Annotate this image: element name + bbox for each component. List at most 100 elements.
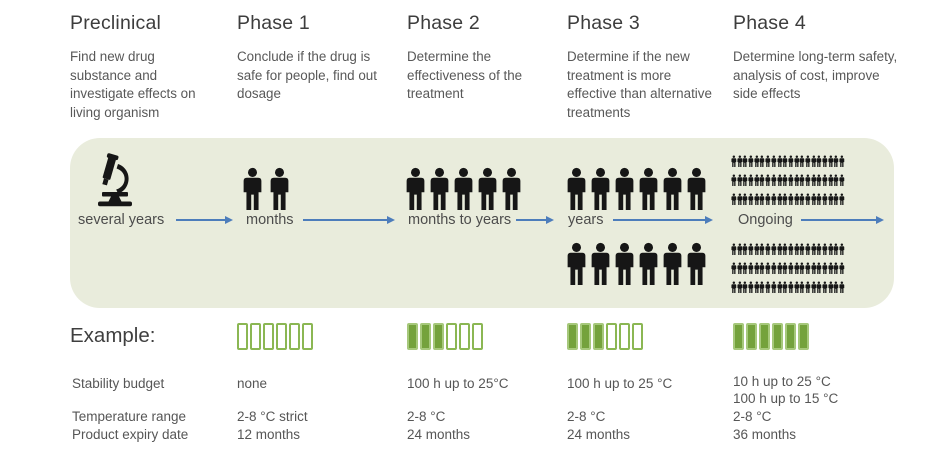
person-icon bbox=[833, 155, 839, 167]
person-icon bbox=[799, 155, 805, 167]
person-icon bbox=[794, 262, 799, 274]
person-icon bbox=[816, 155, 822, 167]
phase-description: Determine long-term safety, analysis of … bbox=[733, 49, 898, 101]
person-icon bbox=[754, 281, 759, 293]
person-icon bbox=[759, 193, 765, 205]
phase3-expiry-value: 24 months bbox=[567, 427, 631, 442]
person-icon bbox=[799, 174, 805, 186]
person-icon bbox=[828, 243, 833, 255]
duration-phase1: months bbox=[246, 212, 294, 228]
battery-segment bbox=[785, 323, 796, 350]
person-icon bbox=[788, 155, 794, 167]
person-icon bbox=[805, 262, 811, 274]
person-icon bbox=[776, 193, 782, 205]
person-icon bbox=[765, 243, 771, 255]
battery-segment bbox=[746, 323, 757, 350]
person-icon bbox=[794, 281, 799, 293]
person-icon bbox=[737, 193, 742, 205]
person-icon bbox=[748, 174, 754, 186]
person-icon bbox=[591, 167, 610, 210]
person-icon bbox=[822, 174, 828, 186]
person-icon bbox=[759, 243, 765, 255]
person-icon bbox=[794, 193, 799, 205]
person-icon bbox=[816, 243, 822, 255]
person-icon bbox=[737, 262, 742, 274]
person-icon bbox=[816, 193, 822, 205]
battery-segment bbox=[593, 323, 604, 350]
phase4-people-icons-row6 bbox=[731, 281, 845, 294]
person-icon bbox=[737, 243, 742, 255]
person-icon bbox=[765, 193, 771, 205]
person-icon bbox=[788, 262, 794, 274]
phase4-stability-value-line2: 100 h up to 15 °C bbox=[733, 391, 839, 406]
person-icon bbox=[788, 243, 794, 255]
arrow-phase4-ongoing bbox=[801, 215, 884, 224]
person-icon bbox=[811, 281, 816, 293]
column-phase2-header: Phase 2 Determine the effectiveness of t… bbox=[407, 12, 547, 104]
person-icon bbox=[816, 281, 822, 293]
duration-preclinical: several years bbox=[78, 212, 165, 228]
person-icon bbox=[771, 243, 777, 255]
person-icon bbox=[805, 243, 811, 255]
person-icon bbox=[731, 262, 737, 274]
column-phase3-header: Phase 3 Determine if the new treatment i… bbox=[567, 12, 719, 122]
phase4-people-icons-row3 bbox=[731, 193, 845, 206]
person-icon bbox=[742, 243, 748, 255]
column-preclinical-header: Preclinical Find new drug substance and … bbox=[70, 12, 210, 122]
person-icon bbox=[839, 262, 845, 274]
person-icon bbox=[759, 281, 765, 293]
person-icon bbox=[759, 155, 765, 167]
phase-description: Conclude if the drug is safe for people,… bbox=[237, 49, 377, 101]
person-icon bbox=[567, 242, 586, 285]
person-icon bbox=[788, 174, 794, 186]
phase-title: Phase 1 bbox=[237, 12, 310, 34]
example-section-title: Example: bbox=[70, 324, 156, 347]
battery-segment bbox=[733, 323, 744, 350]
person-icon bbox=[731, 155, 737, 167]
person-icon bbox=[794, 243, 799, 255]
battery-segment bbox=[567, 323, 578, 350]
person-icon bbox=[782, 243, 788, 255]
battery-segment bbox=[407, 323, 418, 350]
person-icon bbox=[759, 174, 765, 186]
phase2-expiry-value: 24 months bbox=[407, 427, 471, 442]
phase3-stability-value: 100 h up to 25 °C bbox=[567, 376, 673, 391]
person-icon bbox=[748, 281, 754, 293]
row-label-temperature-range: Temperature range bbox=[72, 409, 187, 424]
battery-segment bbox=[580, 323, 591, 350]
person-icon bbox=[639, 167, 658, 210]
person-icon bbox=[828, 174, 833, 186]
person-icon bbox=[737, 174, 742, 186]
person-icon bbox=[591, 242, 610, 285]
person-icon bbox=[839, 281, 845, 293]
battery-segment bbox=[446, 323, 457, 350]
phase3-people-icons-row2 bbox=[566, 241, 710, 287]
person-icon bbox=[687, 242, 706, 285]
person-icon bbox=[742, 155, 748, 167]
person-icon bbox=[737, 155, 742, 167]
person-icon bbox=[742, 193, 748, 205]
person-icon bbox=[822, 262, 828, 274]
person-icon bbox=[748, 193, 754, 205]
person-icon bbox=[799, 281, 805, 293]
person-icon bbox=[502, 167, 521, 210]
person-icon bbox=[839, 174, 845, 186]
battery-segment bbox=[250, 323, 261, 350]
person-icon bbox=[822, 193, 828, 205]
phase-description: Determine the effectiveness of the treat… bbox=[407, 49, 523, 101]
arrow-phase3-to-phase4 bbox=[613, 215, 713, 224]
person-icon bbox=[805, 193, 811, 205]
person-icon bbox=[771, 193, 777, 205]
person-icon bbox=[839, 155, 845, 167]
person-icon bbox=[754, 193, 759, 205]
row-label-product-expiry-date: Product expiry date bbox=[72, 427, 189, 442]
battery-segment bbox=[459, 323, 470, 350]
person-icon bbox=[731, 193, 737, 205]
microscope-icon bbox=[98, 153, 132, 207]
phase4-people-icons-row4 bbox=[731, 243, 845, 256]
phase1-temperature-value: 2-8 °C strict bbox=[237, 409, 308, 424]
person-icon bbox=[776, 155, 782, 167]
arrow-phase1-to-phase2 bbox=[303, 215, 395, 224]
battery-segment bbox=[472, 323, 483, 350]
